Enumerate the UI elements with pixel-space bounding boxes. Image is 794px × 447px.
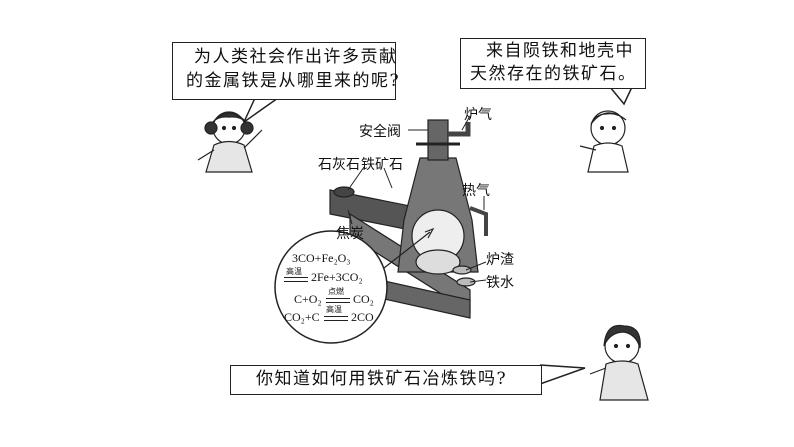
teacher-bubble-tail bbox=[539, 364, 586, 385]
label-slag: 炉渣 bbox=[486, 252, 514, 268]
equation-2-equals bbox=[326, 298, 350, 303]
equation-pointer-line bbox=[383, 231, 431, 269]
equation-circle bbox=[274, 230, 388, 344]
equation-2-left: C+O₂ bbox=[294, 292, 322, 306]
label-safety-valve: 安全阀 bbox=[359, 124, 401, 140]
equation-2-right: CO₂ bbox=[353, 292, 374, 306]
label-coke: 焦炭 bbox=[336, 226, 364, 242]
boy-bubble-tail bbox=[609, 86, 633, 106]
girl-figure bbox=[197, 111, 263, 173]
equation-1-right: 2Fe+3CO₂ bbox=[311, 270, 363, 284]
teacher-speech-line: 你知道如何用铁矿石冶炼铁吗? bbox=[256, 369, 508, 389]
boy-speech-line-2: 天然存在的铁矿石。 bbox=[470, 64, 637, 84]
label-iron-ore: 铁矿石 bbox=[361, 157, 403, 173]
girl-speech-line-1: 为人类社会作出许多贡献 bbox=[194, 47, 398, 67]
teacher-figure bbox=[589, 324, 649, 401]
label-furnace-gas: 炉气 bbox=[464, 107, 492, 123]
label-molten-iron: 铁水 bbox=[486, 275, 514, 291]
teacher-speech-bubble bbox=[230, 365, 542, 395]
boy-figure bbox=[579, 110, 629, 173]
equation-3-left: CO₂+C bbox=[284, 310, 320, 324]
blast-furnace-drawing bbox=[329, 119, 488, 319]
girl-speech-bubble bbox=[172, 42, 396, 100]
equation-1-condition: 高温 bbox=[286, 267, 302, 276]
boy-speech-line-1: 来自陨铁和地壳中 bbox=[486, 41, 634, 61]
label-leader-lines bbox=[347, 115, 487, 283]
boy-speech-bubble bbox=[460, 38, 646, 89]
equation-1-left: 3CO+Fe₂O₃ bbox=[292, 251, 351, 265]
equation-1-equals bbox=[284, 277, 308, 282]
equation-3-right: 2CO bbox=[351, 310, 374, 324]
equation-2-condition: 点燃 bbox=[328, 287, 344, 296]
label-hot-air: 热气 bbox=[462, 183, 490, 199]
girl-bubble-tail bbox=[242, 97, 279, 125]
label-limestone: 石灰石 bbox=[318, 157, 360, 173]
equation-3-equals bbox=[324, 316, 348, 321]
girl-speech-line-2: 的金属铁是从哪里来的呢? bbox=[186, 71, 401, 91]
equation-3-condition: 高温 bbox=[326, 305, 342, 314]
